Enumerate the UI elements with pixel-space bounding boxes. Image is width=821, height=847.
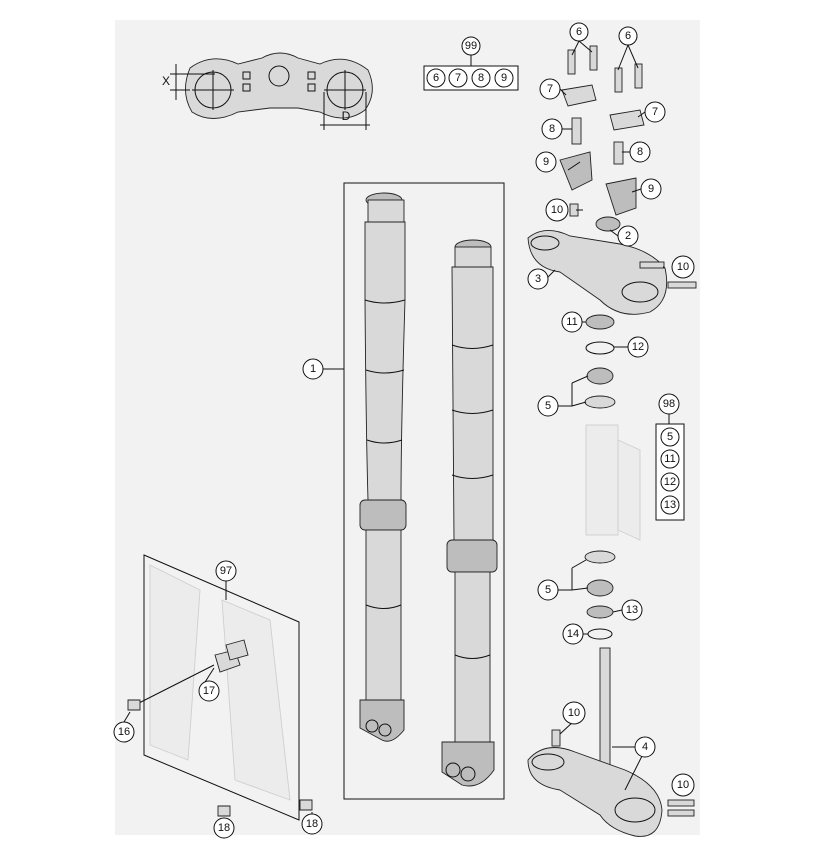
kit-99-group: 99 6 7 8 9: [423, 36, 519, 91]
lower-triple-clamp: [527, 647, 695, 837]
callout-7-right[interactable]: 7: [652, 106, 658, 118]
callout-9-left[interactable]: 9: [543, 156, 549, 168]
kit-98-item[interactable]: 12: [664, 476, 676, 488]
callout-6-left[interactable]: 6: [576, 26, 582, 38]
callout-1[interactable]: 1: [310, 363, 316, 375]
callout-13[interactable]: 13: [626, 604, 638, 616]
callout-14[interactable]: 14: [567, 628, 579, 640]
callout-8-right[interactable]: 8: [637, 146, 643, 158]
kit-99-item[interactable]: 6: [433, 72, 439, 84]
callout-17[interactable]: 17: [203, 685, 215, 697]
dimension-x-label: X: [162, 74, 170, 88]
leader-lines: [123, 40, 664, 826]
callout-98[interactable]: 98: [663, 398, 675, 410]
kit-98-item[interactable]: 11: [664, 453, 675, 465]
fork-legs-frame: [343, 182, 505, 800]
protector-frame: [143, 554, 300, 821]
callout-3[interactable]: 3: [535, 273, 541, 285]
callout-18-left[interactable]: 18: [218, 822, 230, 834]
callout-8-left[interactable]: 8: [549, 123, 555, 135]
kit-99-item[interactable]: 7: [455, 72, 461, 84]
callout-99[interactable]: 99: [465, 40, 477, 52]
callout-9-right[interactable]: 9: [648, 183, 654, 195]
callout-11[interactable]: 11: [566, 316, 577, 328]
callout-97[interactable]: 97: [220, 565, 232, 577]
callouts: 1 2 3 4 5 5 6 6 7 7 8 8 9 9 10 10 10: [113, 22, 695, 839]
fork-leg-right: [441, 239, 498, 787]
kit-98-item[interactable]: 13: [664, 499, 676, 511]
callout-2[interactable]: 2: [625, 230, 631, 242]
callout-10-lower-bolts[interactable]: 10: [677, 779, 689, 791]
dimension-d-label: D: [342, 109, 351, 123]
callout-5-lower[interactable]: 5: [545, 584, 551, 596]
callout-10-upper[interactable]: 10: [551, 204, 563, 216]
callout-6-right[interactable]: 6: [625, 30, 631, 42]
upper-clamp-parts: [527, 45, 697, 315]
triple-clamp-dimension-schematic: X D: [162, 52, 373, 130]
kit-99-item[interactable]: 8: [478, 72, 484, 84]
callout-4[interactable]: 4: [642, 741, 648, 753]
callout-12[interactable]: 12: [632, 341, 644, 353]
callout-10-lower[interactable]: 10: [568, 707, 580, 719]
steering-bearings: [584, 314, 641, 640]
kit-99-item[interactable]: 9: [501, 72, 507, 84]
callout-7-left[interactable]: 7: [547, 83, 553, 95]
kit-98-group: 98 5 11 12 13: [655, 393, 685, 521]
callout-10-clamp-bolts[interactable]: 10: [677, 261, 689, 273]
fork-leg-left: [359, 192, 407, 742]
kit-98-item[interactable]: 5: [667, 431, 673, 443]
fork-protectors: [127, 554, 313, 821]
callout-5-upper[interactable]: 5: [545, 400, 551, 412]
callout-18-right[interactable]: 18: [306, 818, 318, 830]
callout-16[interactable]: 16: [118, 726, 130, 738]
